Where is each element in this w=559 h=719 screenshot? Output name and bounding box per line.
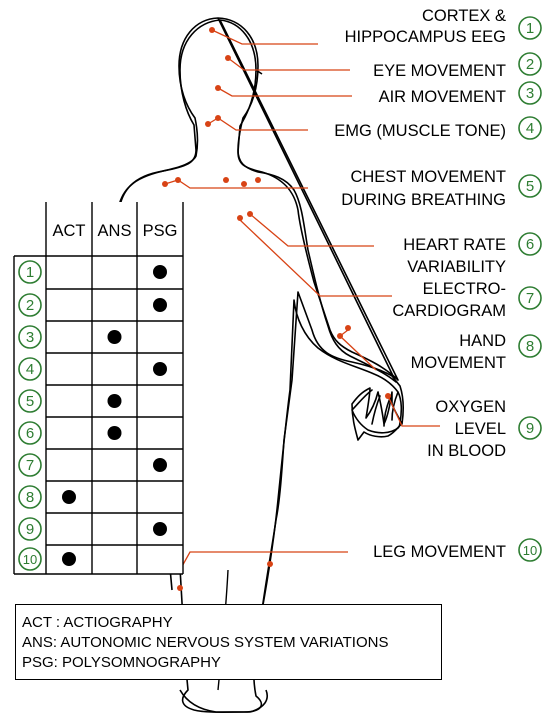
connector-4 — [208, 118, 308, 130]
connector-lines — [165, 30, 440, 570]
connector-6 — [250, 214, 374, 246]
svg-text:MOVEMENT: MOVEMENT — [411, 354, 506, 372]
table-dot — [108, 330, 122, 344]
sensor-dot — [223, 177, 229, 183]
sensor-dot — [177, 585, 183, 591]
table-background — [14, 202, 183, 574]
table-row-number: 3 — [26, 329, 34, 346]
table-row-number: 2 — [26, 297, 34, 314]
table-dot — [153, 458, 167, 472]
table-header-psg: PSG — [143, 222, 178, 240]
svg-text:6: 6 — [526, 236, 534, 253]
sensor-dot — [267, 561, 273, 567]
table-dot — [108, 394, 122, 408]
legend-box: ACT : ACTIOGRAPHY ANS: AUTONOMIC NERVOUS… — [15, 604, 442, 680]
svg-text:LEVEL: LEVEL — [455, 420, 506, 438]
svg-text:DURING BREATHING: DURING BREATHING — [341, 191, 506, 209]
sensor-dot — [237, 215, 243, 221]
sensor-dot — [345, 325, 351, 331]
sensor-dot — [247, 211, 253, 217]
label-5: CHEST MOVEMENT DURING BREATHING — [341, 168, 506, 209]
label-8: HAND MOVEMENT — [411, 332, 506, 372]
svg-text:LEG MOVEMENT: LEG MOVEMENT — [373, 543, 506, 561]
svg-text:1: 1 — [526, 20, 534, 37]
svg-text:CARDIOGRAM: CARDIOGRAM — [392, 302, 506, 320]
svg-text:10: 10 — [523, 543, 537, 558]
label-3: AIR MOVEMENT — [379, 88, 506, 106]
svg-text:OXYGEN: OXYGEN — [435, 398, 506, 416]
svg-text:VARIABILITY: VARIABILITY — [407, 258, 506, 276]
sensor-dot — [175, 177, 181, 183]
svg-text:ELECTRO-: ELECTRO- — [423, 280, 506, 298]
label-9: OXYGEN LEVEL IN BLOOD — [427, 398, 506, 460]
connector-3 — [218, 88, 352, 96]
svg-text:2: 2 — [526, 56, 534, 73]
sensor-dots — [162, 27, 391, 591]
legend-act: ACT : ACTIOGRAPHY — [22, 613, 441, 633]
sensor-dot — [225, 55, 231, 61]
table-row-number: 5 — [26, 393, 34, 410]
sensor-dot — [209, 27, 215, 33]
label-1: CORTEX & HIPPOCAMPUS EEG — [345, 7, 506, 46]
connector-1 — [212, 30, 318, 44]
connector-2 — [228, 58, 350, 70]
label-6: HEART RATE VARIABILITY — [403, 236, 506, 276]
svg-text:HEART RATE: HEART RATE — [403, 236, 506, 254]
table-row-number: 1 — [26, 264, 34, 281]
label-2: EYE MOVEMENT — [373, 62, 506, 80]
svg-text:AIR MOVEMENT: AIR MOVEMENT — [379, 88, 506, 106]
label-4: EMG (MUSCLE TONE) — [334, 122, 506, 140]
measurement-table: ACT ANS PSG 1 2 3 4 5 — [14, 202, 183, 574]
sensor-dot — [205, 121, 211, 127]
table-dot — [108, 426, 122, 440]
table-row-number: 9 — [26, 521, 34, 538]
svg-text:IN BLOOD: IN BLOOD — [427, 442, 506, 460]
sensor-dot — [241, 181, 247, 187]
sensor-dot — [385, 393, 391, 399]
table-dot — [62, 552, 76, 566]
table-dot — [153, 265, 167, 279]
sensor-dot — [215, 115, 221, 121]
sensor-dot — [337, 333, 343, 339]
table-row-number: 4 — [26, 361, 34, 378]
sensor-dot — [162, 181, 168, 187]
svg-text:CHEST MOVEMENT: CHEST MOVEMENT — [350, 168, 506, 186]
table-dot — [153, 362, 167, 376]
svg-text:HIPPOCAMPUS EEG: HIPPOCAMPUS EEG — [345, 28, 506, 46]
table-dot — [153, 298, 167, 312]
table-header-ans: ANS — [98, 222, 132, 240]
svg-text:HAND: HAND — [459, 332, 506, 350]
table-dot — [153, 522, 167, 536]
svg-text:9: 9 — [526, 420, 534, 437]
sensor-dot — [215, 85, 221, 91]
svg-text:8: 8 — [526, 338, 534, 355]
svg-text:CORTEX &: CORTEX & — [422, 7, 506, 25]
svg-text:5: 5 — [526, 178, 534, 195]
table-header-act: ACT — [53, 222, 86, 240]
table-dot — [62, 490, 76, 504]
label-7: ELECTRO- CARDIOGRAM — [392, 280, 506, 320]
svg-text:3: 3 — [526, 85, 534, 102]
svg-text:EYE MOVEMENT: EYE MOVEMENT — [373, 62, 506, 80]
connector-10 — [180, 552, 348, 570]
svg-text:EMG (MUSCLE TONE): EMG (MUSCLE TONE) — [334, 122, 506, 140]
legend-psg: PSG: POLYSOMNOGRAPHY — [22, 653, 441, 673]
table-row-number: 10 — [23, 552, 37, 567]
svg-text:4: 4 — [526, 120, 534, 137]
legend-ans: ANS: AUTONOMIC NERVOUS SYSTEM VARIATIONS — [22, 633, 441, 653]
svg-text:7: 7 — [526, 290, 534, 307]
sensor-dot — [255, 177, 261, 183]
table-row-number: 6 — [26, 425, 34, 442]
table-row-number: 8 — [26, 489, 34, 506]
label-10: LEG MOVEMENT — [373, 543, 506, 561]
table-row-number: 7 — [26, 457, 34, 474]
